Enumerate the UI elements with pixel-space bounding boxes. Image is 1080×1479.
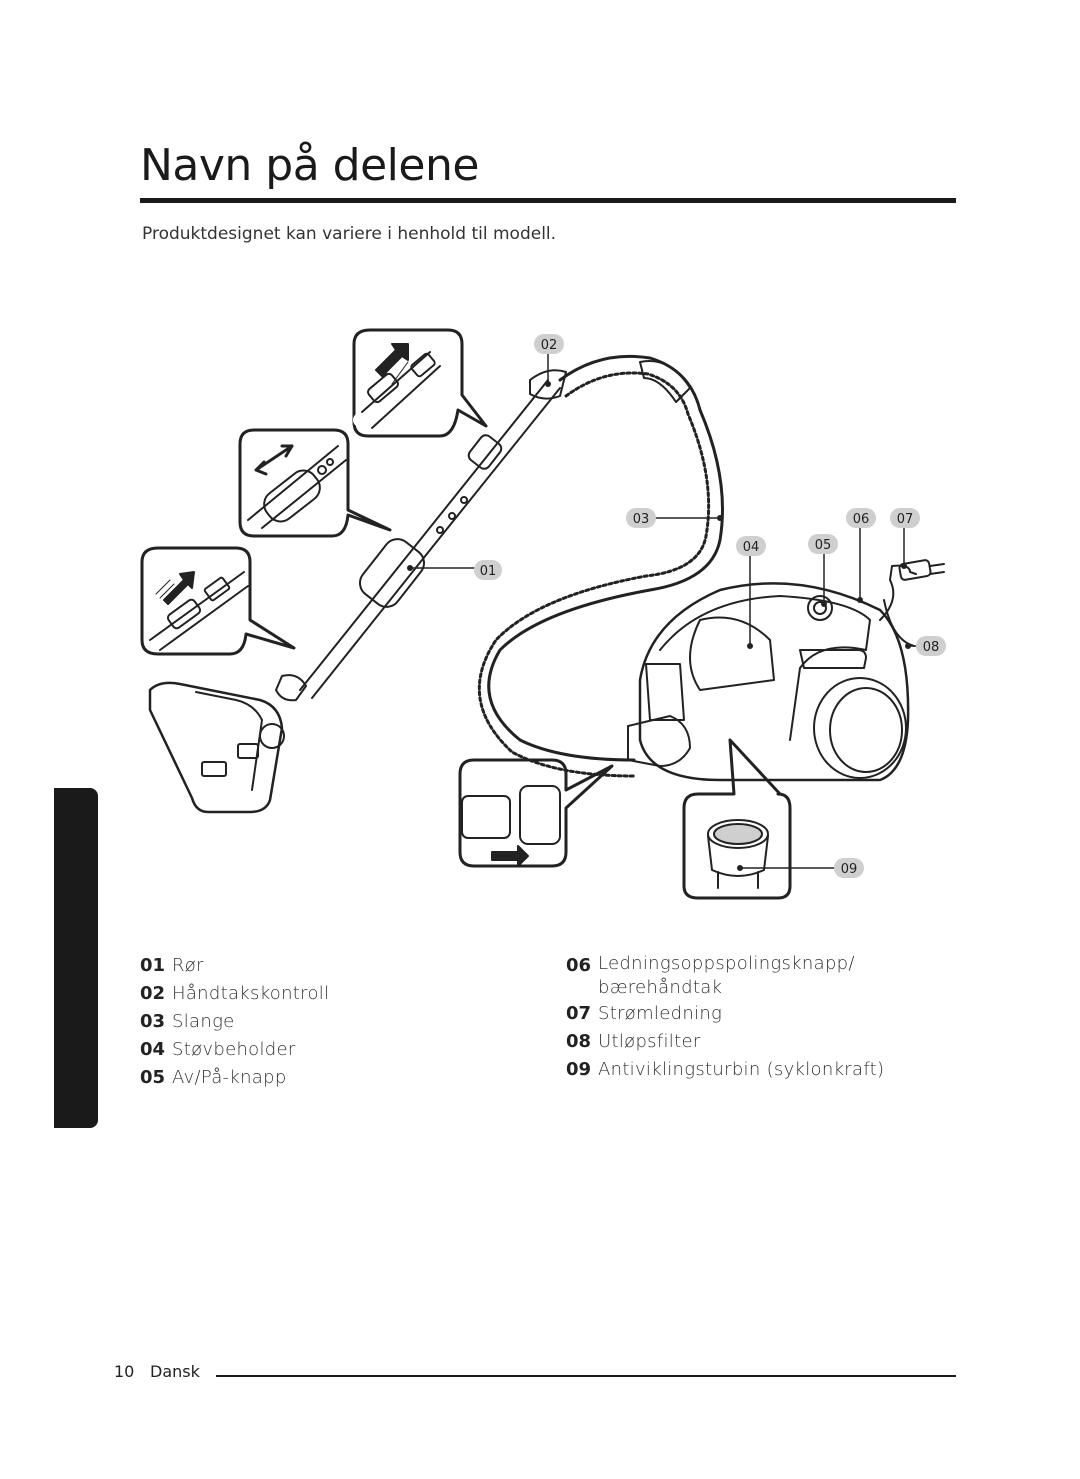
legend-number: 09 (566, 1059, 592, 1080)
page-title: Navn på delene (140, 140, 479, 191)
legend-item: 05 Av/På-knapp (140, 1064, 520, 1092)
section-side-tab (54, 788, 98, 1128)
vacuum-body (627, 564, 917, 782)
tube-and-nozzle (148, 369, 567, 814)
legend-label: Strømledning (598, 1003, 723, 1024)
legend-label: Støvbeholder (172, 1039, 296, 1060)
legend-item: 01 Rør (140, 952, 520, 980)
callout-03: 03 (626, 508, 656, 528)
page-subtitle: Produktdesignet kan variere i henhold ti… (142, 224, 557, 244)
legend-label: Ledningsoppspolingsknapp/ bærehåndtak (598, 953, 855, 998)
hose (477, 354, 724, 778)
svg-text:08: 08 (923, 640, 940, 655)
legend-label: Antiviklingsturbin (syklonkraft) (598, 1059, 885, 1080)
legend-number: 04 (140, 1039, 166, 1060)
legend-item: 04 Støvbeholder (140, 1036, 520, 1064)
legend-label: Utløpsfilter (598, 1031, 701, 1052)
callout-07: 07 (890, 508, 920, 528)
callout-dots (407, 381, 911, 871)
inset-turbine-filter (682, 738, 792, 900)
legend-item: 02 Håndtakskontroll (140, 980, 520, 1008)
inset-handle-control (352, 328, 488, 438)
legend-number: 06 (566, 955, 592, 976)
title-underline (140, 198, 956, 203)
legend-number: 08 (566, 1031, 592, 1052)
svg-text:05: 05 (815, 538, 832, 553)
power-plug (898, 559, 945, 581)
legend-item: 06 Ledningsoppspolingsknapp/ bærehåndtak (566, 952, 966, 1000)
callout-06: 06 (846, 508, 876, 528)
inset-hose-connector (458, 758, 614, 868)
legend-number: 01 (140, 955, 166, 976)
svg-text:07: 07 (897, 512, 914, 527)
svg-text:02: 02 (541, 338, 558, 353)
inset-suction-control (140, 546, 296, 656)
page-number: 10 (114, 1362, 135, 1381)
legend-label: Slange (172, 1011, 235, 1032)
footer-rule (216, 1375, 956, 1377)
callout-09: 09 (834, 858, 864, 878)
callout-leaders (409, 353, 919, 869)
legend-item: 09 Antiviklingsturbin (syklonkraft) (566, 1056, 966, 1084)
legend-number: 02 (140, 983, 166, 1004)
callout-08: 08 (916, 636, 946, 656)
legend-item: 07 Strømledning (566, 1000, 966, 1028)
legend-label: Rør (172, 955, 204, 976)
legend-label: Av/På-knapp (172, 1067, 287, 1088)
legend-item: 08 Utløpsfilter (566, 1028, 966, 1056)
svg-text:06: 06 (853, 512, 870, 527)
callout-05: 05 (808, 534, 838, 554)
footer-language: Dansk (150, 1362, 200, 1381)
svg-text:01: 01 (480, 564, 497, 579)
legend-item: 03 Slange (140, 1008, 520, 1036)
callout-02: 02 (534, 334, 564, 354)
parts-legend-right: 06 Ledningsoppspolingsknapp/ bærehåndtak… (566, 952, 966, 1084)
callout-01: 01 (474, 560, 502, 580)
parts-legend-left: 01 Rør 02 Håndtakskontroll 03 Slange 04 … (140, 952, 520, 1092)
svg-text:09: 09 (841, 862, 858, 877)
svg-text:04: 04 (743, 540, 760, 555)
callout-04: 04 (736, 536, 766, 556)
callout-badges: 01 02 03 04 05 06 07 08 (474, 334, 946, 878)
svg-text:03: 03 (633, 512, 650, 527)
inset-telescopic-tube (238, 428, 392, 538)
legend-label: Håndtakskontroll (172, 983, 330, 1004)
legend-number: 03 (140, 1011, 166, 1032)
legend-number: 05 (140, 1067, 166, 1088)
legend-number: 07 (566, 1003, 592, 1024)
vacuum-parts-diagram: 01 02 03 04 05 06 07 08 (140, 328, 946, 900)
